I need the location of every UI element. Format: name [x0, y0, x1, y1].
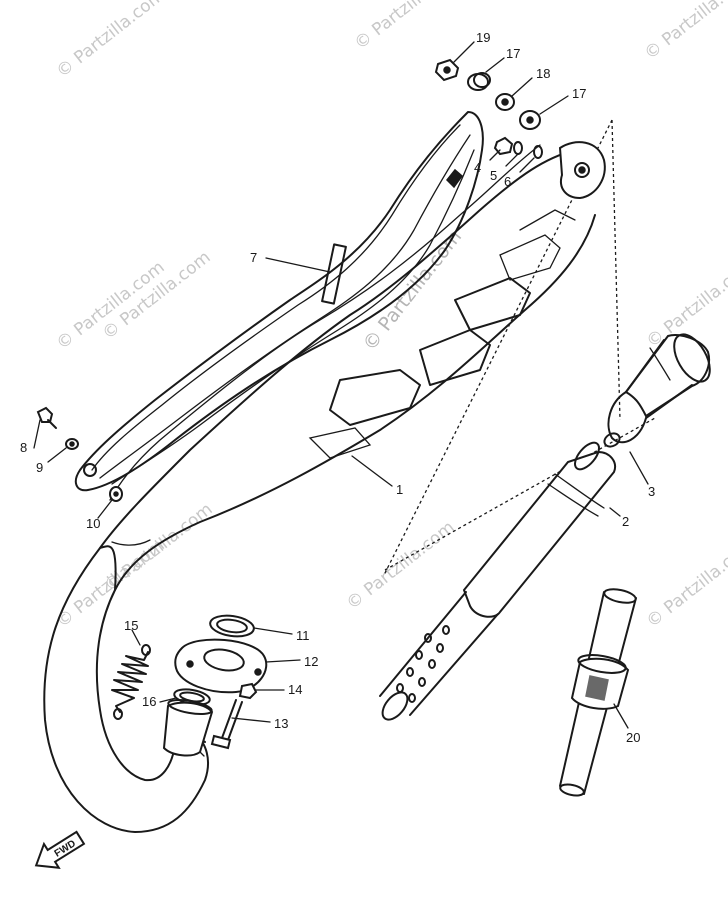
- callout-13: 13: [274, 716, 288, 731]
- callout-3: 3: [648, 484, 655, 499]
- callout-12: 12: [304, 654, 318, 669]
- callout-11: 11: [296, 628, 310, 643]
- callout-6: 6: [504, 174, 511, 189]
- callout-17-top: 17: [506, 46, 520, 61]
- callout-5: 5: [490, 168, 497, 183]
- callout-1: 1: [396, 482, 403, 497]
- callout-19: 19: [476, 30, 490, 45]
- watermark: © Partzilla.com: [351, 0, 467, 54]
- watermark-center: © Partzilla.com: [359, 226, 467, 355]
- leader-lines: [33, 41, 649, 729]
- callout-8: 8: [20, 440, 27, 455]
- tail-pipe-clamp: [559, 588, 637, 797]
- callout-15: 15: [124, 618, 138, 633]
- watermark: © Partzilla.com: [101, 499, 217, 596]
- callout-labels: 1 2 3 4 5 6 7 8 9 10 11 12 13 14 15 16 1…: [20, 30, 655, 745]
- watermarks: © Partzilla.com © Partzilla.com © Partzi…: [53, 0, 728, 632]
- expansion-chamber: [43, 141, 606, 833]
- callout-9: 9: [36, 460, 43, 475]
- watermark: © Partzilla.com: [641, 0, 728, 64]
- callout-4: 4: [474, 160, 481, 175]
- callout-7: 7: [250, 250, 257, 265]
- watermark: © Partzilla.com: [53, 0, 169, 82]
- exhaust-joint: [111, 614, 268, 757]
- callout-10: 10: [86, 516, 100, 531]
- callout-16: 16: [142, 694, 156, 709]
- callout-20: 20: [626, 730, 640, 745]
- silencer-tube: [379, 441, 616, 721]
- silencer-cap: [603, 333, 711, 448]
- watermark: © Partzilla.com: [343, 517, 459, 614]
- tube-perforations: [396, 625, 450, 703]
- callout-14: 14: [288, 682, 302, 697]
- forward-direction-arrow: FWD: [34, 830, 86, 869]
- callout-2: 2: [622, 514, 629, 529]
- callout-17-mid: 17: [572, 86, 586, 101]
- callout-18: 18: [536, 66, 550, 81]
- watermark: © Partzilla.com: [643, 535, 728, 632]
